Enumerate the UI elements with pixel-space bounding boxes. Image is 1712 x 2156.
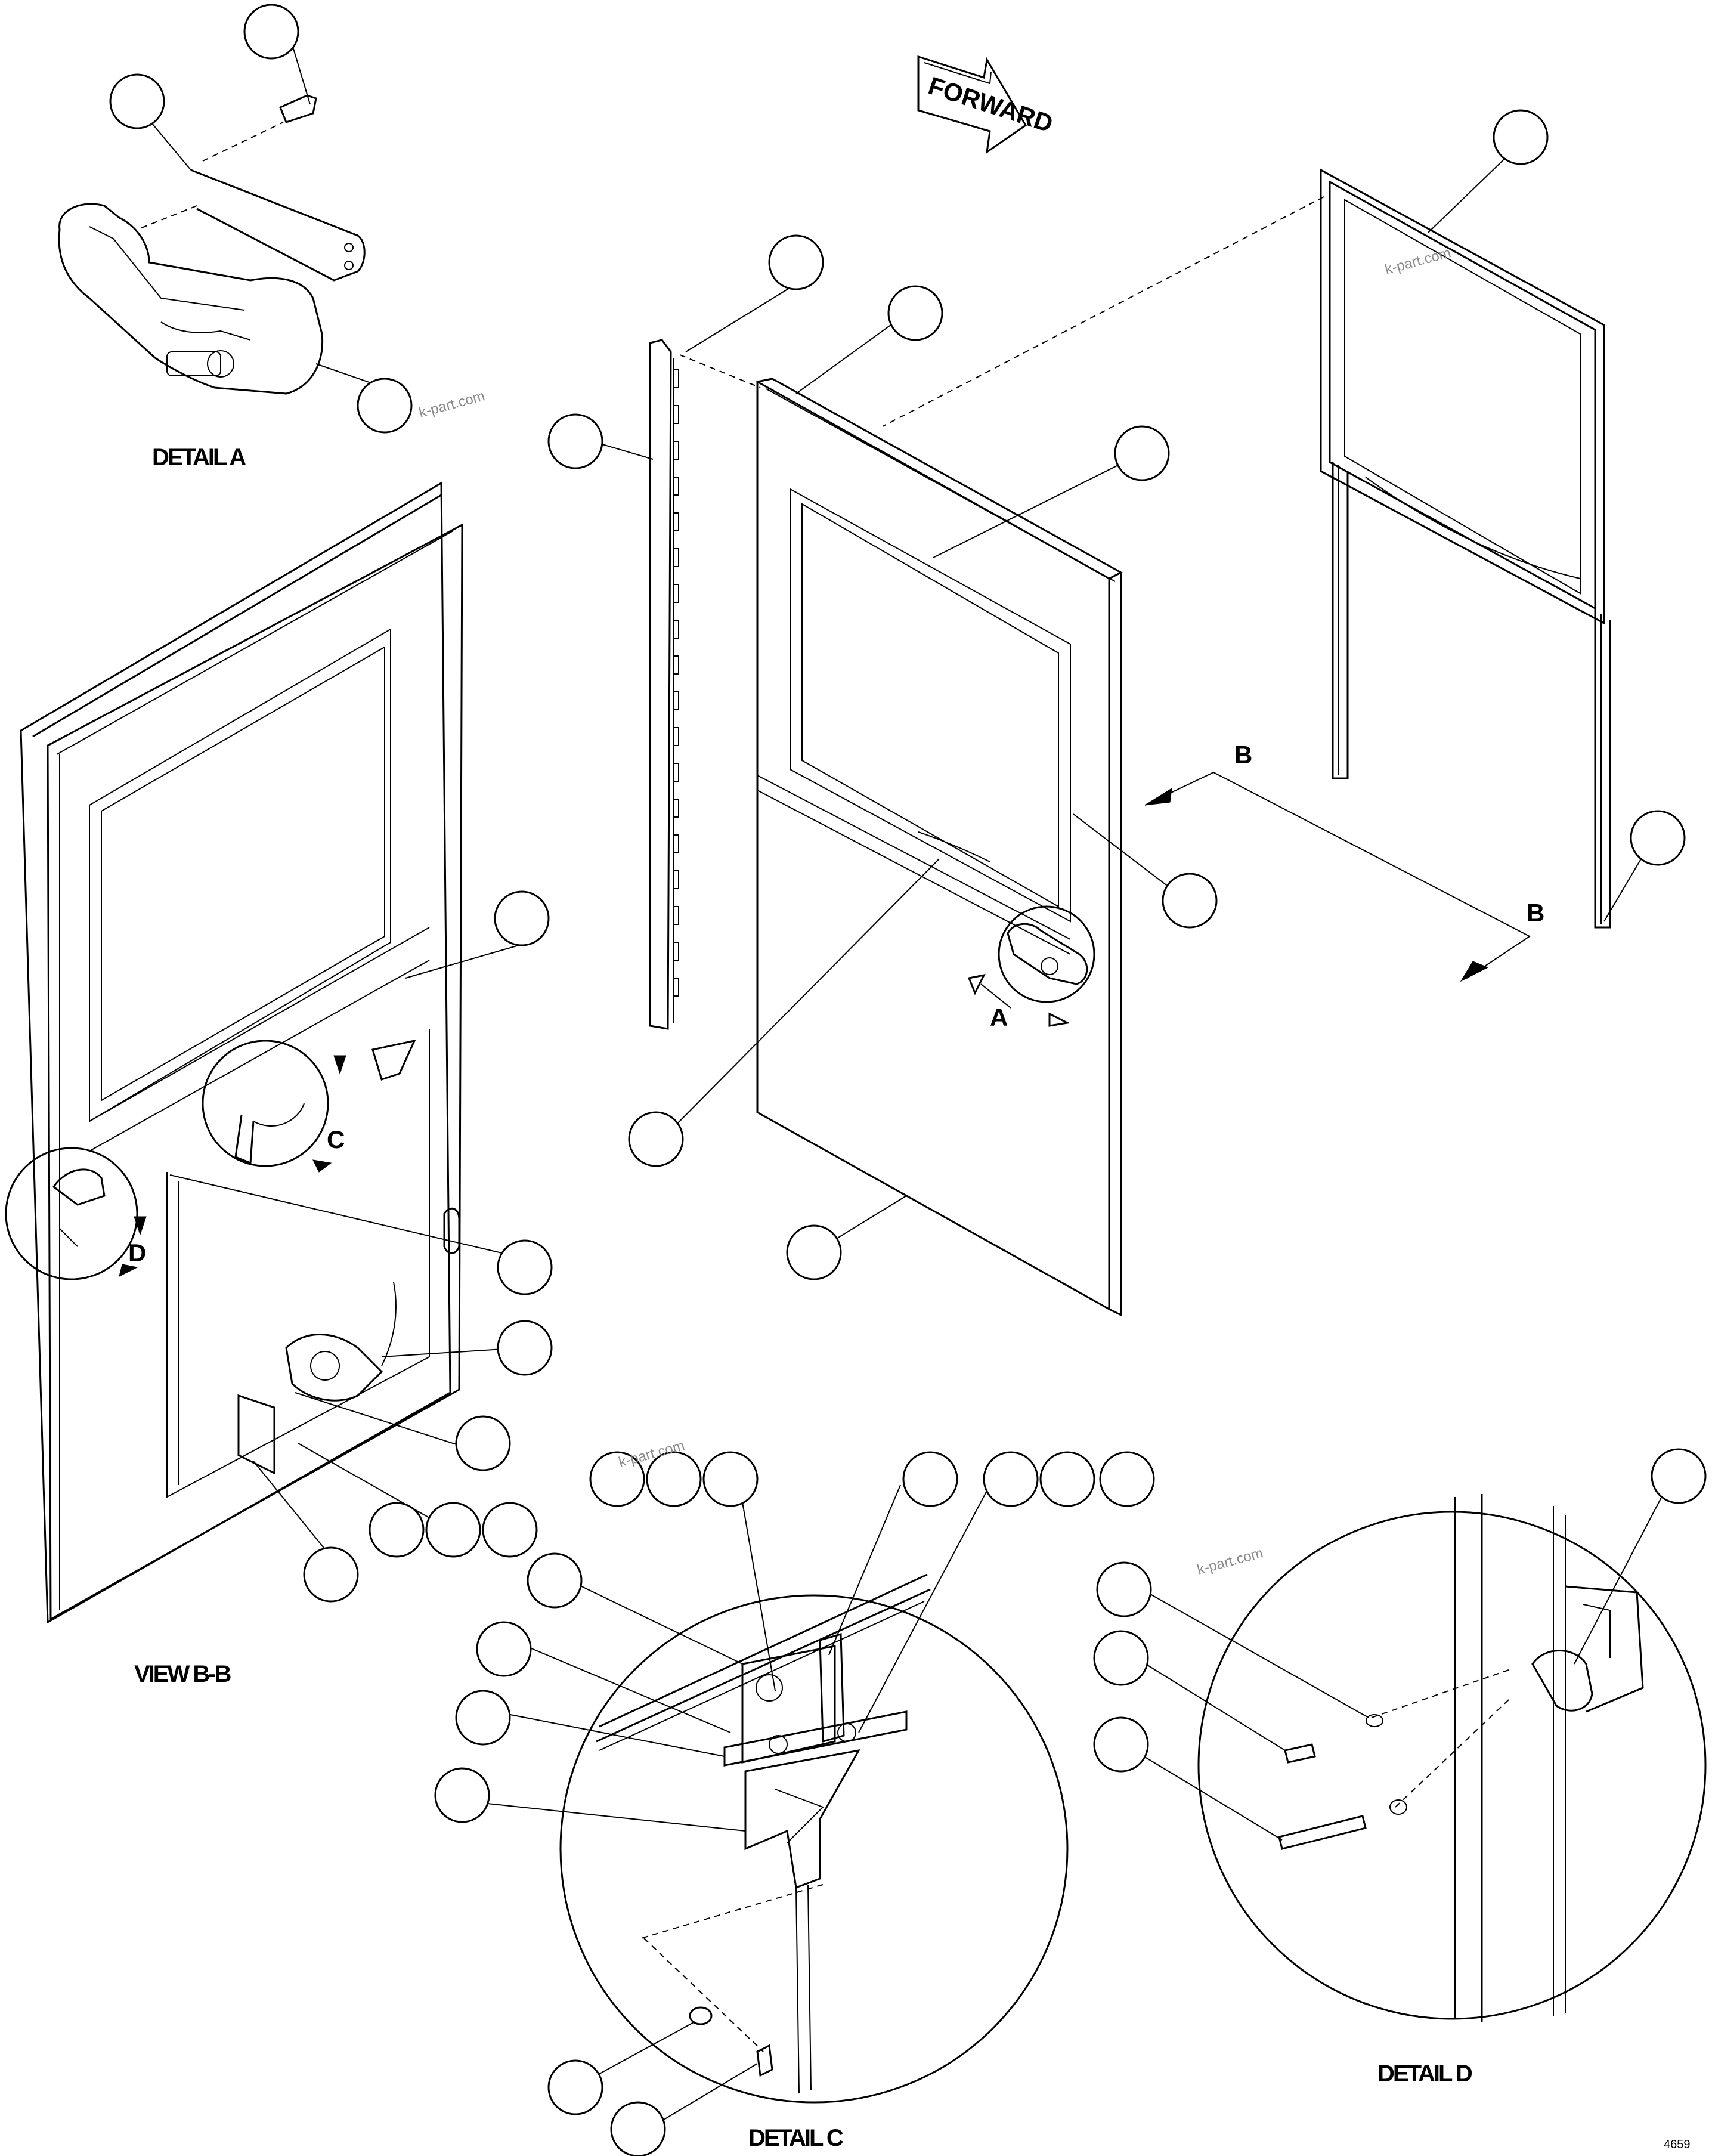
section-line-b-b	[1144, 771, 1531, 982]
detail-a-handle	[58, 94, 366, 395]
section-b-label-2: B	[1527, 899, 1544, 927]
callout-bubble	[1493, 109, 1549, 165]
callout-bubble	[983, 1451, 1039, 1507]
callout-bubble	[494, 890, 550, 946]
callout-bubble	[482, 1502, 538, 1558]
callout-bubble	[476, 1621, 532, 1677]
window-frame	[1320, 168, 1611, 929]
callout-bubble	[109, 73, 165, 129]
watermark: k-part.com	[1383, 245, 1453, 277]
callout-bubble	[369, 1502, 425, 1558]
callout-bubble	[1114, 425, 1170, 481]
callout-bubble	[243, 4, 299, 60]
callout-bubble	[1630, 810, 1686, 866]
watermark: k-part.com	[417, 388, 487, 420]
door-panel	[756, 378, 1123, 1317]
callout-bubble	[1039, 1451, 1095, 1507]
callout-bubble	[425, 1502, 481, 1558]
callout-bubble	[497, 1239, 553, 1295]
sheet-code: 4659	[1664, 2138, 1691, 2151]
section-a-label: A	[990, 1003, 1008, 1031]
section-d-label: D	[128, 1239, 146, 1267]
callout-bubble	[1096, 1561, 1152, 1617]
callout-bubble	[702, 1451, 759, 1507]
section-b-label-1: B	[1234, 741, 1252, 769]
callout-bubble	[902, 1451, 958, 1507]
callout-bubble	[357, 378, 413, 434]
callout-bubble	[786, 1224, 842, 1280]
callout-bubble	[547, 413, 603, 469]
section-c-label: C	[327, 1125, 345, 1153]
callout-bubble	[455, 1415, 511, 1471]
callout-bubble	[455, 1690, 511, 1746]
piano-hinge	[649, 339, 679, 1030]
detail-c-caption: DETAIL C	[748, 2125, 843, 2151]
view-bb-caption: VIEW B-B	[134, 1661, 231, 1687]
callout-bubbles	[109, 4, 1707, 2156]
callout-bubble	[1093, 1630, 1149, 1686]
callout-bubble	[887, 285, 943, 341]
forward-label: FORWARD	[925, 71, 1056, 138]
detail-d-caption: DETAIL D	[1377, 2061, 1472, 2087]
detail-c-circle	[559, 1573, 1069, 2104]
callout-bubble	[434, 1767, 490, 1823]
detail-a-caption: DETAIL A	[152, 444, 246, 471]
callout-bubble	[1099, 1451, 1155, 1507]
detail-d-circle	[1197, 1494, 1707, 2022]
callout-bubble	[1162, 873, 1218, 929]
callout-bubble	[628, 1111, 684, 1167]
view-bb-door	[5, 481, 463, 1624]
callout-bubble	[1093, 1716, 1149, 1773]
callout-bubble	[303, 1546, 359, 1603]
callout-bubble	[610, 2101, 666, 2156]
callout-bubble	[646, 1451, 702, 1507]
callout-bubble	[1651, 1448, 1707, 1504]
callout-bubble	[497, 1320, 553, 1376]
callout-bubble	[547, 2059, 603, 2115]
callout-bubble	[527, 1552, 583, 1609]
callout-bubble	[589, 1451, 645, 1507]
watermark: k-part.com	[1196, 1545, 1265, 1577]
callout-bubble	[768, 234, 824, 290]
forward-arrow	[917, 55, 1027, 154]
